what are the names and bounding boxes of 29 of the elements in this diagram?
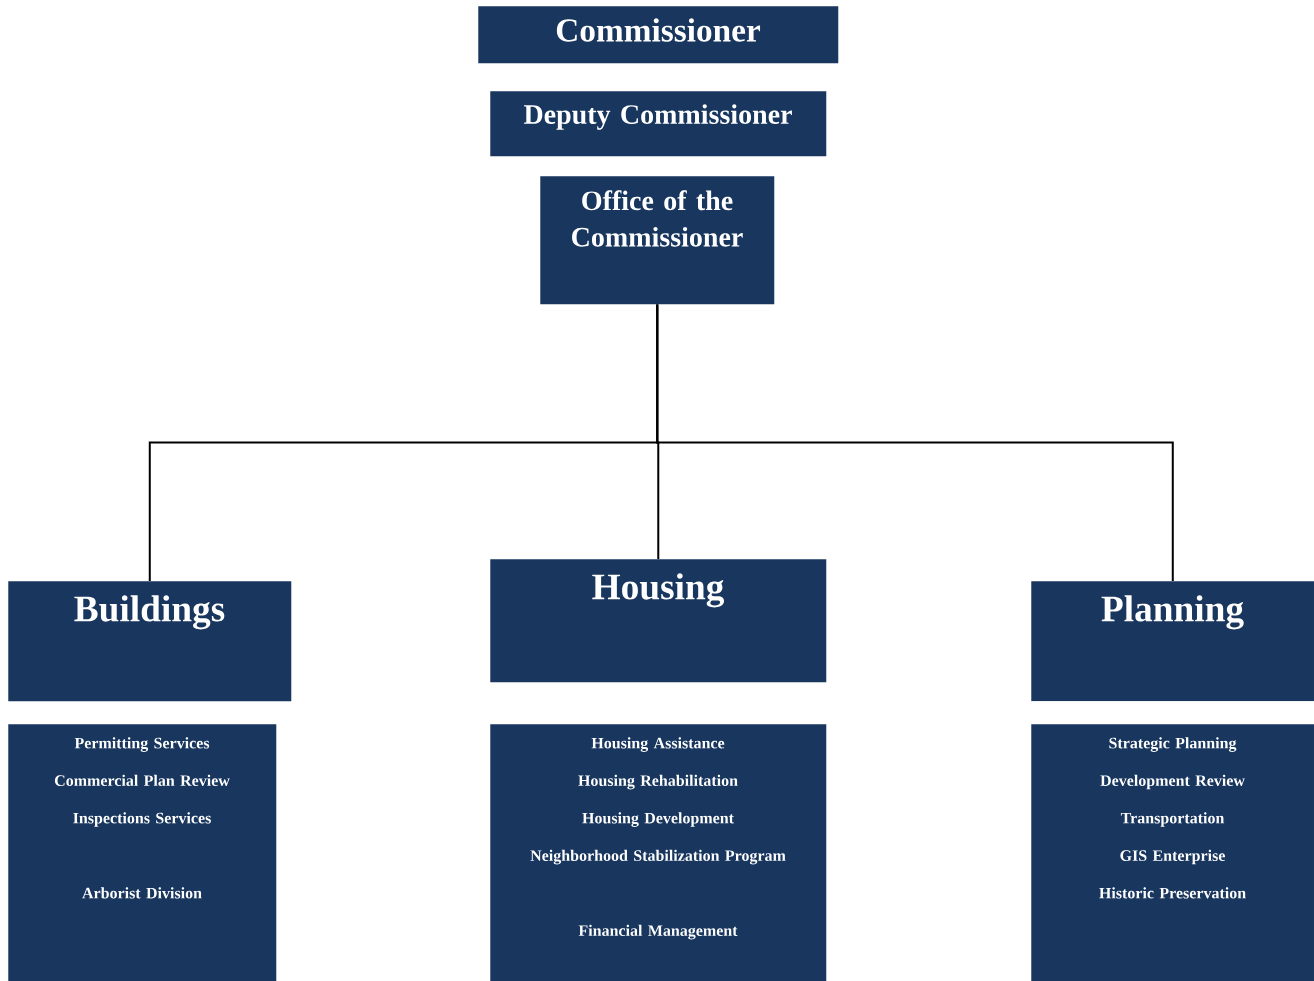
division-name: Neighborhood Stabilization Program [530, 849, 786, 865]
division-name: Housing Assistance [591, 737, 725, 752]
department-title: Housing [592, 573, 725, 608]
title-box [478, 6, 839, 64]
division-name: Housing Rehabilitation [578, 774, 738, 790]
division-name: Housing Development [582, 812, 734, 827]
division-name: Financial Management [578, 924, 738, 940]
division-name: Strategic Planning [1109, 737, 1237, 752]
title-text: Office of the Commissioner [572, 190, 743, 247]
department-box [1031, 581, 1314, 702]
division-name: GIS Enterprise [1120, 849, 1225, 865]
division-list-box [8, 724, 277, 981]
division-name: Arborist Division [82, 887, 202, 899]
division-name: Permitting Services [74, 737, 210, 752]
title-text: Commissioner [556, 18, 761, 42]
connector-line [656, 303, 1174, 582]
department-title: Planning [1101, 595, 1244, 630]
division-list-box [1031, 724, 1314, 981]
division-name: Commercial Plan Review Inspections Services [54, 774, 230, 827]
title-box [490, 91, 827, 157]
division-list-box [490, 724, 827, 981]
division-name: Development Review [1100, 774, 1245, 790]
division-name: Historic Preservation [1099, 887, 1246, 899]
department-box [490, 559, 827, 683]
department-box [8, 581, 292, 702]
department-title: Buildings [74, 595, 225, 630]
title-box [540, 176, 775, 305]
division-name: Transportation [1120, 812, 1225, 827]
title-text: Deputy Commissioner [523, 104, 792, 130]
